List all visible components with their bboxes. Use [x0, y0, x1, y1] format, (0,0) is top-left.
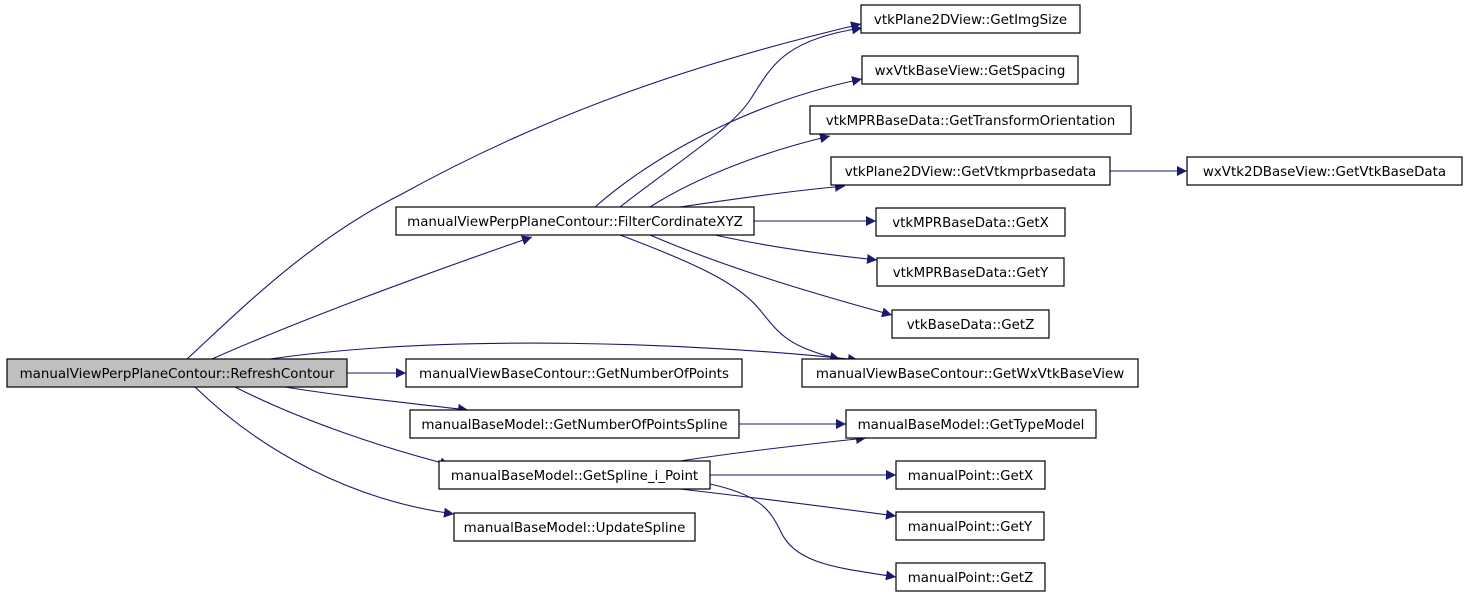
edge-path — [234, 386, 451, 468]
edge-filter-to-mpry — [714, 234, 878, 264]
edge-path — [714, 234, 878, 264]
node-wxvtk[interactable]: manualViewBaseContour::GetWxVtkBaseView — [801, 358, 1139, 388]
node-label: vtkMPRBaseData::GetY — [893, 266, 1049, 281]
node-spacing[interactable]: wxVtkBaseView::GetSpacing — [861, 55, 1079, 85]
edge-filter-to-spacing — [594, 76, 863, 208]
node-basez[interactable]: vtkBaseData::GetZ — [891, 309, 1050, 339]
edges — [186, 21, 1187, 581]
node-label: manualPoint::GetZ — [908, 571, 1033, 586]
node-box[interactable] — [891, 309, 1050, 339]
node-box[interactable] — [876, 257, 1065, 287]
node-label: vtkBaseData::GetZ — [907, 318, 1035, 333]
node-splinept[interactable]: manualBaseModel::GetSpline_i_Point — [438, 460, 711, 490]
node-box[interactable] — [809, 105, 1132, 135]
node-mpry[interactable]: vtkMPRBaseData::GetY — [876, 257, 1065, 287]
node-box[interactable] — [861, 55, 1079, 85]
edge-refresh-to-wxvtk — [269, 342, 859, 364]
node-label: manualViewBaseContour::GetNumberOfPoints — [419, 367, 729, 382]
node-box[interactable] — [830, 156, 1111, 186]
node-numpoints[interactable]: manualViewBaseContour::GetNumberOfPoints — [405, 358, 743, 388]
node-imgsize[interactable]: vtkPlane2DView::GetImgSize — [860, 4, 1081, 34]
edge-filter-to-vtkmpr — [679, 181, 846, 208]
edge-path — [649, 234, 893, 318]
edge-filter-to-imgsize — [619, 24, 863, 208]
node-label: manualBaseModel::GetSpline_i_Point — [451, 469, 698, 484]
node-label: wxVtk2DBaseView::GetVtkBaseData — [1203, 165, 1446, 180]
edge-path — [186, 21, 862, 360]
edge-filter-to-basez — [649, 234, 893, 318]
edge-filter-to-transform — [649, 133, 831, 208]
node-transform[interactable]: vtkMPRBaseData::GetTransformOrientation — [809, 105, 1132, 135]
node-box[interactable] — [801, 358, 1139, 388]
edge-refresh-to-splinept — [234, 386, 451, 468]
node-label: manualPoint::GetX — [908, 469, 1033, 484]
edge-path — [679, 488, 897, 520]
node-label: vtkMPRBaseData::GetX — [892, 216, 1049, 231]
edge-splinept-to-typemodel — [679, 434, 867, 462]
edge-refresh-to-numspline — [284, 386, 469, 414]
node-label: manualBaseModel::GetNumberOfPointsSpline — [421, 418, 727, 433]
node-ptz[interactable]: manualPoint::GetZ — [895, 562, 1046, 592]
node-label: manualPoint::GetY — [908, 520, 1033, 535]
node-vtkmpr[interactable]: vtkPlane2DView::GetVtkmprbasedata — [830, 156, 1111, 186]
edge-splinept-to-pty — [679, 488, 897, 520]
node-box[interactable] — [395, 206, 755, 236]
node-ptx[interactable]: manualPoint::GetX — [895, 460, 1046, 490]
nodes: manualViewPerpPlaneContour::RefreshConto… — [6, 4, 1463, 592]
node-label: manualViewPerpPlaneContour::RefreshConto… — [20, 367, 335, 382]
edge-path — [211, 235, 533, 360]
node-label: manualBaseModel::UpdateSpline — [464, 521, 686, 536]
node-box[interactable] — [438, 460, 711, 490]
edge-filter-to-wxvtk — [619, 234, 841, 362]
node-box[interactable] — [895, 511, 1045, 541]
node-label: wxVtkBaseView::GetSpacing — [875, 64, 1066, 79]
node-refresh[interactable]: manualViewPerpPlaneContour::RefreshConto… — [6, 358, 348, 388]
node-box[interactable] — [895, 460, 1046, 490]
edge-path — [619, 24, 863, 208]
node-label: vtkMPRBaseData::GetTransformOrientation — [826, 114, 1116, 129]
node-box[interactable] — [875, 207, 1066, 237]
node-vtkbase[interactable]: wxVtk2DBaseView::GetVtkBaseData — [1186, 156, 1463, 186]
node-box[interactable] — [860, 4, 1081, 34]
edge-path — [709, 483, 897, 581]
node-box[interactable] — [453, 512, 696, 542]
edge-path — [679, 181, 846, 208]
edge-path — [619, 234, 841, 362]
node-filter[interactable]: manualViewPerpPlaneContour::FilterCordin… — [395, 206, 755, 236]
edge-path — [679, 434, 867, 462]
edge-refresh-to-update — [194, 386, 455, 518]
node-mprx[interactable]: vtkMPRBaseData::GetX — [875, 207, 1066, 237]
edge-path — [649, 133, 831, 208]
node-update[interactable]: manualBaseModel::UpdateSpline — [453, 512, 696, 542]
node-box[interactable] — [1186, 156, 1463, 186]
node-numspline[interactable]: manualBaseModel::GetNumberOfPointsSpline — [409, 409, 740, 439]
edge-refresh-to-filter — [211, 235, 533, 360]
node-box[interactable] — [895, 562, 1046, 592]
edge-path — [594, 76, 863, 208]
node-label: vtkPlane2DView::GetImgSize — [874, 13, 1067, 28]
node-box[interactable] — [409, 409, 740, 439]
edge-refresh-to-imgsize — [186, 21, 862, 360]
node-box[interactable] — [6, 358, 348, 388]
node-label: manualViewPerpPlaneContour::FilterCordin… — [407, 215, 743, 230]
edge-path — [194, 386, 455, 518]
node-label: manualViewBaseContour::GetWxVtkBaseView — [816, 367, 1124, 382]
edge-path — [269, 342, 859, 364]
edge-splinept-to-ptz — [709, 483, 897, 581]
node-label: manualBaseModel::GetTypeModel — [858, 418, 1085, 433]
node-typemodel[interactable]: manualBaseModel::GetTypeModel — [845, 409, 1097, 439]
node-label: vtkPlane2DView::GetVtkmprbasedata — [845, 165, 1096, 180]
node-box[interactable] — [405, 358, 743, 388]
edge-path — [284, 386, 469, 414]
node-pty[interactable]: manualPoint::GetY — [895, 511, 1045, 541]
node-box[interactable] — [845, 409, 1097, 439]
